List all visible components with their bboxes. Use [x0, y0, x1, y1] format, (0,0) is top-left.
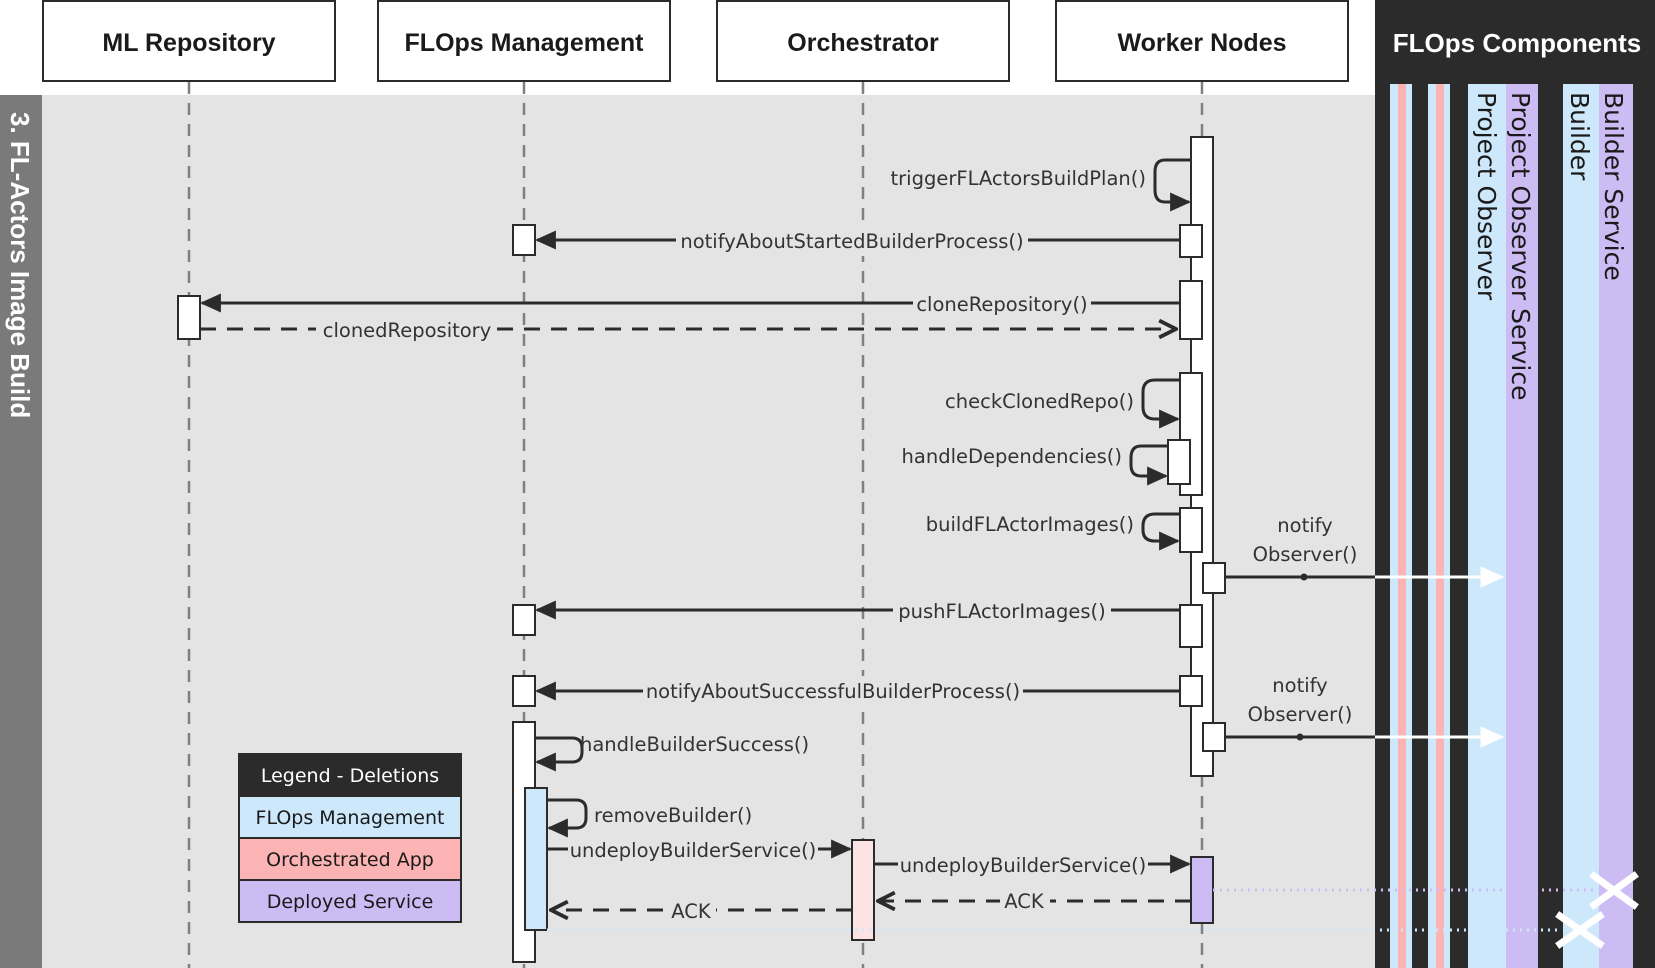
lane-label-builder-service: Builder Service: [1599, 92, 1628, 281]
message-label: clonedRepository: [323, 319, 492, 342]
lane-orchestrated-app: [1398, 84, 1406, 968]
message-label-line: notify: [1277, 514, 1332, 537]
message-dot: [1296, 733, 1304, 741]
legend-item-deployed-service: [238, 879, 462, 923]
activation-bar: [177, 295, 201, 340]
participant-ml-repository: ML Repository: [42, 0, 336, 82]
message-label: undeployBuilderService(): [570, 839, 817, 862]
participant-flops-management: FLOps Management: [377, 0, 671, 82]
message-arrow: [546, 798, 588, 838]
activation-bar: [1179, 507, 1203, 553]
lane-label-builder: Builder: [1565, 92, 1594, 181]
activation-bar: [1167, 439, 1191, 485]
phase-bar: [0, 95, 42, 968]
lane-project-observer-service: [1506, 84, 1538, 968]
message-label: notifyAboutSuccessfulBuilderProcess(): [646, 680, 1020, 703]
lane-orchestrated-app: [1436, 84, 1444, 968]
lane-builder-service: [1599, 84, 1633, 968]
deletion-mark-icon: [1589, 871, 1639, 910]
message-label: ACK: [1004, 890, 1045, 913]
participant-label: ML Repository: [102, 29, 275, 57]
phase-label: 3. FL-Actors Image Build: [5, 112, 35, 418]
participant-orchestrator: Orchestrator: [716, 0, 1010, 82]
deletion-mark-icon: [1555, 911, 1605, 949]
legend-title-box: [238, 753, 462, 797]
activation-bar: [512, 224, 536, 256]
activation-bar: [1179, 280, 1203, 340]
lane-label-project-observer-service: Project Observer Service: [1506, 92, 1535, 401]
legend: [238, 753, 462, 923]
message-dot: [1300, 573, 1308, 581]
message-label: cloneRepository(): [916, 293, 1087, 316]
message-arrow: [534, 736, 584, 772]
participant-label: FLOps Management: [405, 29, 645, 57]
activation-bar-orchestrated-app: [851, 839, 875, 941]
legend-item-orchestrated-app: [238, 837, 462, 881]
message-label: notifyAboutStartedBuilderProcess(): [680, 230, 1023, 253]
message-label-line: notify: [1272, 674, 1327, 697]
message-label: pushFLActorImages(): [898, 600, 1106, 623]
message-label-line: Observer(): [1248, 703, 1353, 726]
activation-bar: [1202, 722, 1226, 752]
message-arrow: [1141, 378, 1181, 429]
message-label: removeBuilder(): [594, 804, 752, 827]
legend-title: Legend - Deletions: [261, 765, 439, 787]
lane-label-project-observer: Project Observer: [1472, 92, 1501, 301]
lane-builder: [1563, 84, 1599, 968]
message-label: ACK: [671, 900, 712, 923]
activation-bar: [512, 675, 536, 707]
message-label: handleBuilderSuccess(): [580, 733, 809, 756]
activation-bar-flops-management: [524, 787, 548, 931]
components-title: FLOps Components: [1393, 28, 1641, 58]
message-label: handleDependencies(): [902, 445, 1122, 468]
participant-label: Worker Nodes: [1117, 29, 1286, 57]
activation-bar: [1179, 604, 1203, 648]
participant-label: Orchestrator: [787, 29, 939, 57]
activation-bar: [1179, 675, 1203, 707]
message-label: triggerFLActorsBuildPlan(): [891, 167, 1147, 190]
message-label-line: Observer(): [1253, 543, 1358, 566]
message-label: undeployBuilderService(): [900, 854, 1147, 877]
activation-bar: [1202, 562, 1226, 594]
participant-worker-nodes: Worker Nodes: [1055, 0, 1349, 82]
lane-project-observer: [1468, 84, 1506, 968]
message-arrow: [1141, 512, 1181, 551]
legend-item-flops-management: [238, 795, 462, 839]
legend-label: FLOps Management: [256, 807, 445, 829]
legend-label: Orchestrated App: [266, 849, 434, 871]
activation-bar: [512, 604, 536, 636]
activation-bar-deployed-service: [1190, 856, 1214, 924]
message-label: buildFLActorImages(): [926, 513, 1134, 536]
activation-bar: [1179, 224, 1203, 258]
components-panel: FLOps Components Project Observer Projec…: [1375, 0, 1655, 968]
message-arrow: [1129, 444, 1169, 486]
legend-label: Deployed Service: [267, 891, 434, 913]
message-arrow: [1153, 158, 1192, 212]
message-label: checkClonedRepo(): [945, 390, 1134, 413]
